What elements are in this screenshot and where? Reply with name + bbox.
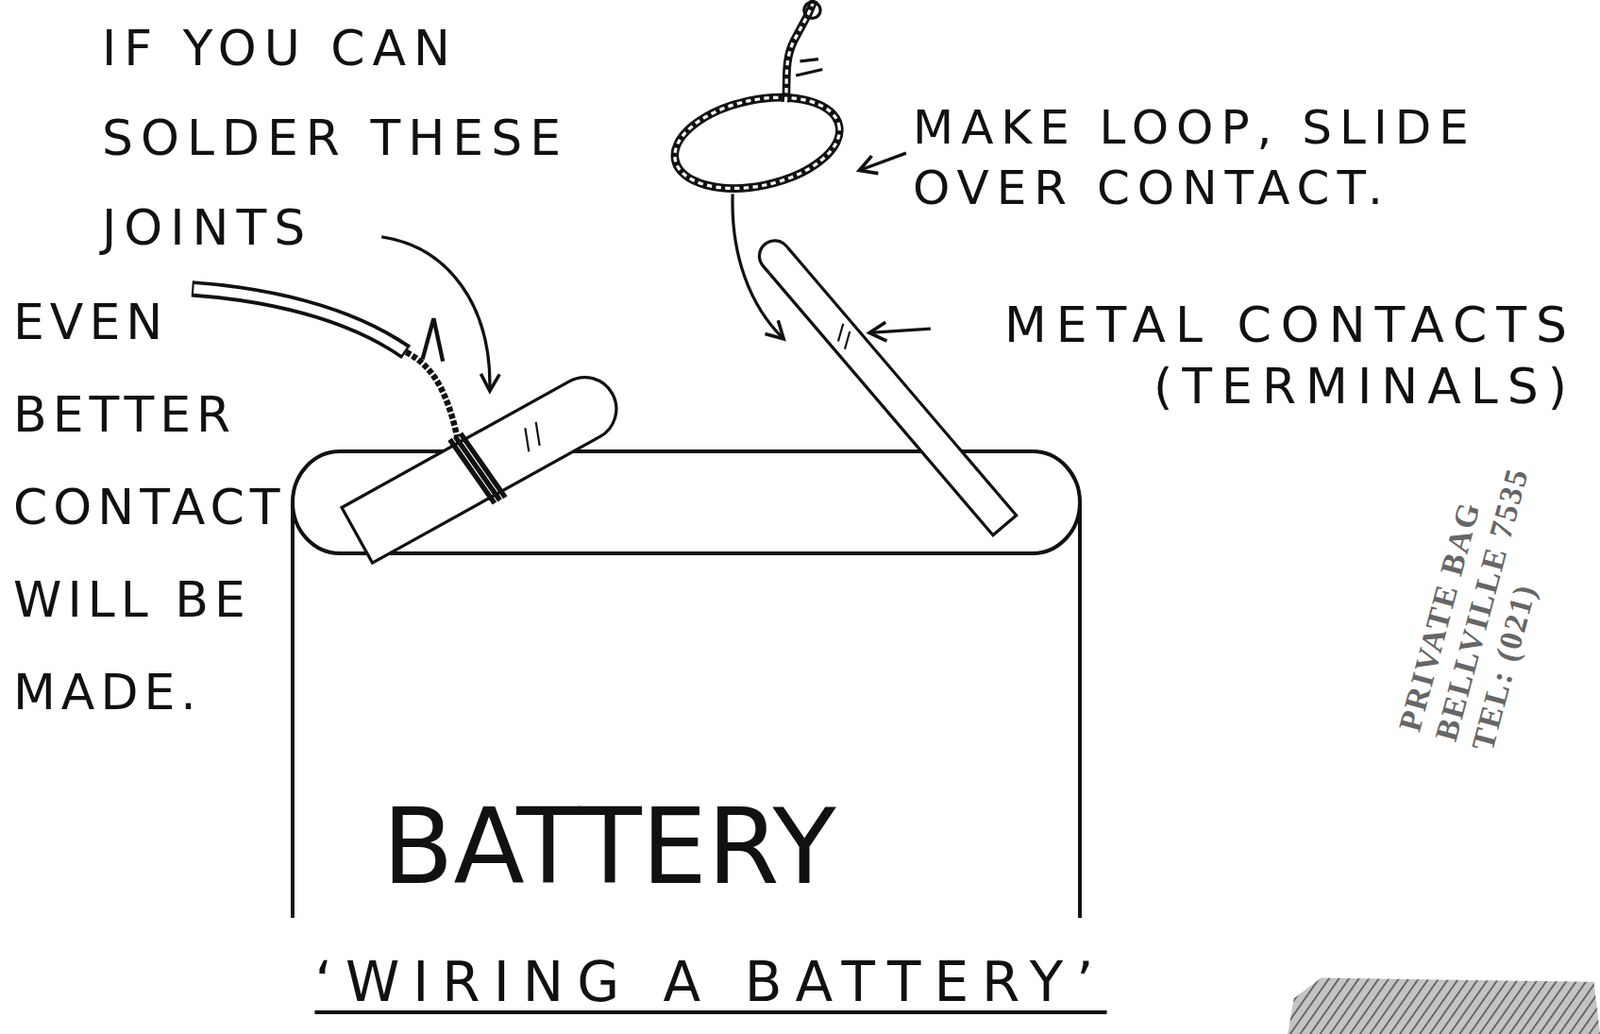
pointer-arrow <box>869 328 931 333</box>
bare-wire <box>405 352 457 438</box>
tick-marks <box>831 323 857 350</box>
wire-loop-strands <box>666 83 848 203</box>
wire-strand <box>795 59 823 76</box>
insulated-wire <box>191 288 406 353</box>
pointer-arrow <box>732 193 784 338</box>
wire-coil <box>450 429 506 507</box>
loop-note-wrap: MAKE LOOP, SLIDE OVER CONTACT. <box>912 97 1517 219</box>
tick-marks <box>518 421 547 452</box>
pointer-arrow <box>858 152 907 170</box>
terminal-tab <box>753 234 1017 536</box>
terminal-label: METAL CONTACTS (TERMINALS) <box>943 294 1577 418</box>
wire-loop <box>666 83 848 203</box>
figure-caption-wrap: ‘WIRING A BATTERY’ <box>238 948 1183 1015</box>
left-terminal <box>337 359 631 570</box>
solder-note-wrap: IF YOU CAN SOLDER THESE JOINTS <box>101 3 631 273</box>
solder-note: IF YOU CAN SOLDER THESE JOINTS <box>101 3 631 273</box>
loop-wire <box>785 0 814 102</box>
right-terminal <box>753 234 1017 536</box>
loop-note: MAKE LOOP, SLIDE OVER CONTACT. <box>912 97 1517 219</box>
figure-caption: ‘WIRING A BATTERY’ <box>238 948 1183 1015</box>
battery-sides <box>292 504 1080 918</box>
contact-note-wrap: EVEN BETTER CONTACT WILL BE MADE. <box>13 275 306 739</box>
address-stamp: PRIVATE BAGBELLVILLE 7535TEL: (021) <box>1390 454 1573 756</box>
battery-label: BATTERY <box>382 794 837 899</box>
stamp-fragment <box>1287 977 1600 1034</box>
terminal-label-wrap: METAL CONTACTS (TERMINALS) <box>943 294 1577 418</box>
pointer-arrow <box>381 236 490 391</box>
terminal-tab <box>341 366 628 563</box>
wire-strand <box>422 318 444 361</box>
insulated-wire-core <box>193 288 405 352</box>
contact-note: EVEN BETTER CONTACT WILL BE MADE. <box>13 275 306 739</box>
wire-ring <box>804 1 821 18</box>
loop-wire-strands <box>785 0 814 102</box>
